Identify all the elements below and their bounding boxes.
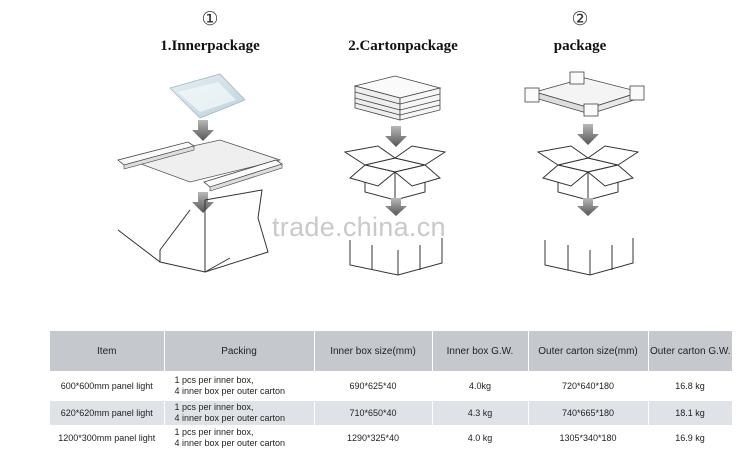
cell-outer-size: 1305*340*180 (528, 425, 649, 451)
cell-inner-gw: 4.0 kg (432, 425, 529, 451)
cell-inner-size: 1290*325*40 (314, 425, 433, 451)
step-2-title: 2.Cartonpackage (348, 38, 458, 54)
step-2-heading: 2.Cartonpackage (318, 8, 488, 56)
step-3-number: ② (571, 8, 589, 30)
header-packing: Packing (164, 331, 315, 371)
cell-packing: 1 pcs per inner box, 4 inner box per out… (164, 371, 315, 401)
cell-packing: 1 pcs per inner box, 4 inner box per out… (164, 401, 315, 425)
panel-with-corner-protectors-icon (117, 139, 283, 192)
open-inner-box-icon (117, 189, 269, 273)
packing-line: 1 pcs per inner box, (174, 402, 254, 412)
cell-outer-gw: 18.1 kg (648, 401, 733, 425)
boxes-with-corner-guards-icon (524, 71, 645, 117)
packing-line: 4 inner box per outer carton (174, 413, 286, 423)
cell-inner-size: 690*625*40 (314, 371, 433, 401)
table-row: 1200*300mm panel light 1 pcs per inner b… (50, 425, 733, 451)
cell-outer-gw: 16.8 kg (648, 371, 733, 401)
step-3-heading: ② package (520, 8, 640, 56)
step-1-heading: ① 1.Innerpackage (130, 8, 290, 56)
header-inner-box-gw: Inner box G.W. (432, 331, 529, 371)
cell-inner-gw: 4.3 kg (432, 401, 529, 425)
header-outer-carton-size: Outer carton size(mm) (528, 331, 649, 371)
table-row: 600*600mm panel light 1 pcs per inner bo… (50, 371, 733, 401)
header-inner-box-size: Inner box size(mm) (314, 331, 433, 371)
packing-line: 4 inner box per outer carton (174, 438, 286, 448)
cell-inner-size: 710*650*40 (314, 401, 433, 425)
down-arrow-icon (385, 126, 407, 147)
cell-item: 600*600mm panel light (50, 371, 165, 401)
cell-inner-gw: 4.0kg (432, 371, 529, 401)
watermark: trade.china.cn (272, 212, 446, 242)
cell-outer-size: 720*640*180 (528, 371, 649, 401)
step-1-number: ① (201, 8, 219, 30)
down-arrow-icon (577, 198, 599, 216)
table-row: 620*620mm panel light 1 pcs per inner bo… (50, 401, 733, 425)
header-outer-carton-gw: Outer carton G.W. (648, 331, 732, 371)
step-1-title: 1.Innerpackage (160, 38, 260, 54)
down-arrow-icon (192, 192, 214, 213)
closed-carton-icon (349, 238, 443, 276)
down-arrow-icon (385, 198, 407, 216)
packing-line: 4 inner box per outer carton (174, 386, 286, 396)
open-outer-carton-icon (536, 145, 640, 201)
packaging-illustration (117, 71, 645, 276)
packing-line: 1 pcs per inner box, (174, 427, 254, 437)
cell-item: 1200*300mm panel light (50, 425, 165, 451)
cell-packing: 1 pcs per inner box, 4 inner box per out… (164, 425, 315, 451)
stacked-inner-boxes-icon (353, 75, 442, 121)
table-header-row: Item Packing Inner box size(mm) Inner bo… (50, 331, 732, 371)
down-arrow-icon (577, 124, 599, 145)
cell-outer-size: 740*665*180 (528, 401, 649, 425)
closed-carton-icon (544, 238, 634, 276)
header-item: Item (50, 331, 165, 371)
open-outer-carton-icon (343, 145, 447, 201)
cell-item: 620*620mm panel light (50, 401, 165, 425)
cell-outer-gw: 16.9 kg (648, 425, 733, 451)
step-3-title: package (553, 38, 607, 54)
packing-spec-table: Item Packing Inner box size(mm) Inner bo… (50, 331, 733, 451)
down-arrow-icon (192, 120, 214, 141)
packing-line: 1 pcs per inner box, (174, 375, 254, 385)
bagged-panel-icon (169, 73, 246, 119)
